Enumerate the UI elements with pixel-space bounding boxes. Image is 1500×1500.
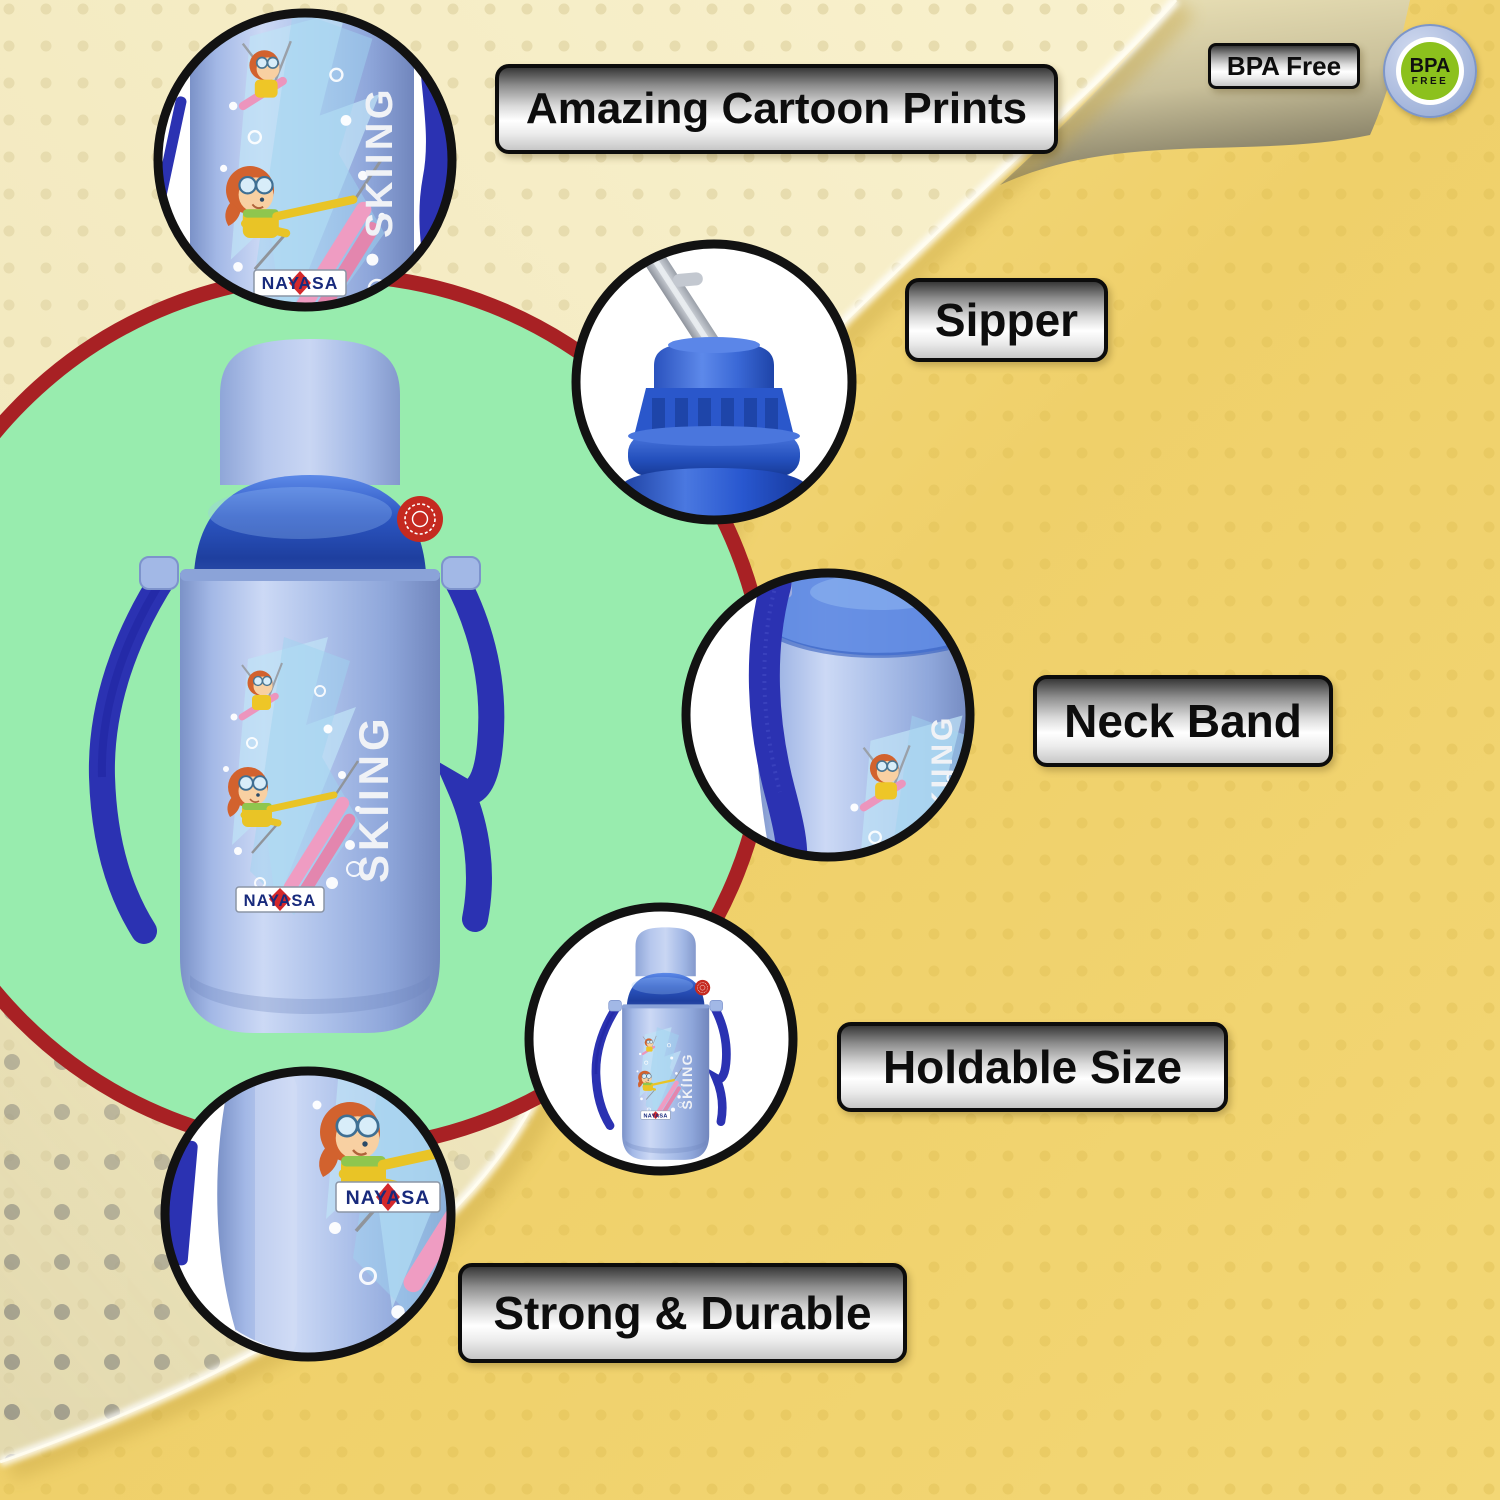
- sipper-cap-top: [654, 342, 774, 390]
- label-strong-durable: Strong & Durable: [458, 1263, 907, 1363]
- bpa-badge-text-bottom: FREE: [1411, 75, 1449, 87]
- svg-text:NAYASA: NAYASA: [346, 1187, 431, 1209]
- brand-logo-zoom: NAYASA: [253, 269, 347, 297]
- callout-circle-cartoon-print: SKIING NAYASA: [153, 8, 457, 312]
- callout-circle-strong-durable: NAYASA: [160, 1066, 456, 1362]
- bpa-free-label: BPA Free: [1208, 43, 1360, 89]
- bpa-badge-green-core: BPA FREE: [1401, 42, 1459, 100]
- label-neck-band: Neck Band: [1033, 675, 1333, 767]
- callout-circle-sipper: [571, 239, 857, 525]
- bpa-badge-inner-ring: BPA FREE: [1396, 37, 1464, 105]
- brand-logo-strong: NAYASA: [335, 1181, 441, 1213]
- bpa-badge-text-top: BPA: [1409, 54, 1451, 77]
- callout-circle-holdable-size: [524, 902, 798, 1176]
- print-title-text-zoom: SKIING: [359, 86, 401, 238]
- svg-text:NAYASA: NAYASA: [262, 273, 339, 293]
- label-sipper: Sipper: [905, 278, 1108, 362]
- bpa-free-badge-icon: BPA FREE: [1383, 24, 1477, 118]
- label-holdable-size: Holdable Size: [837, 1022, 1228, 1112]
- sipper-straw: [645, 251, 720, 354]
- label-amazing-cartoon-prints: Amazing Cartoon Prints: [495, 64, 1058, 154]
